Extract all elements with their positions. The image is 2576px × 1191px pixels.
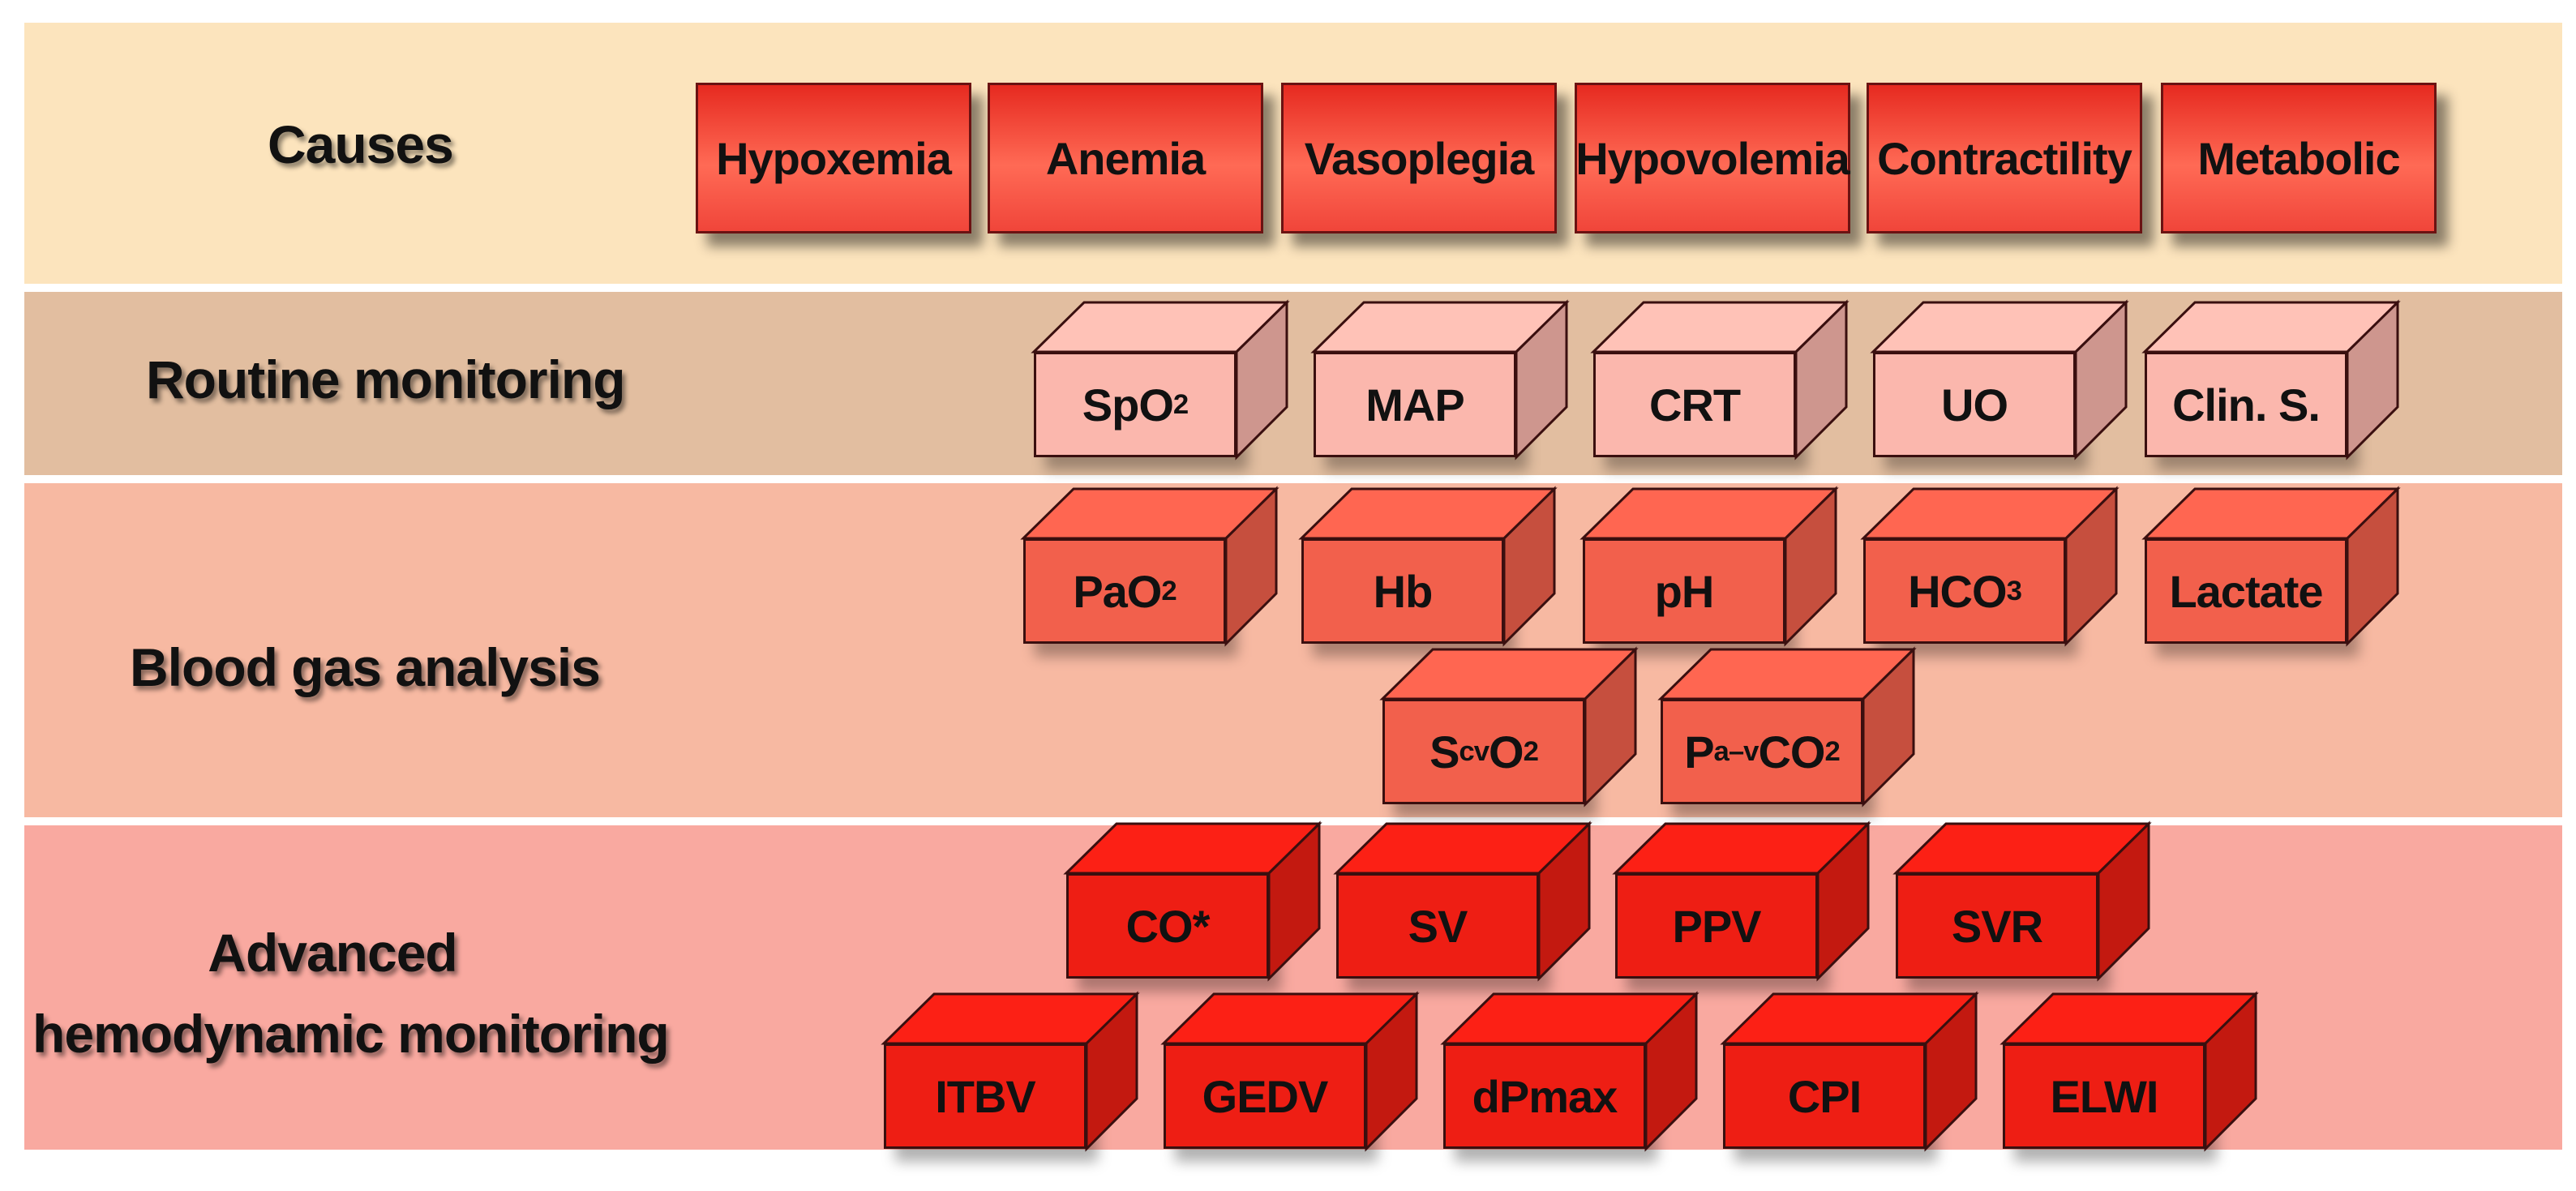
box-3d-faces [1860,486,2120,647]
cause-box-hypovolemia: Hypovolemia [1575,83,1850,233]
box-3d-faces [1892,820,2152,982]
box-3d-faces [1031,299,1290,461]
box-side-face [1537,820,1591,982]
box-side-face [1644,991,1698,1152]
box-side-face [1584,646,1637,808]
box-label: Lactate [2145,538,2347,644]
row-label-line: hemodynamic monitoring [32,1004,670,1064]
indicator-box-map: MAP [1310,299,1570,470]
indicator-box-sv: SV [1333,820,1592,992]
box-side-face [2074,299,2128,461]
box-3d-faces [1720,991,1979,1152]
indicator-box-cpi: CPI [1720,991,1979,1162]
box-side-face [2346,486,2399,647]
box-label: SV [1336,873,1539,979]
indicator-box-ppv: PPV [1612,820,1871,992]
box-label: Hb [1301,538,1504,644]
box-3d-faces [881,991,1140,1152]
indicator-box-hb: Hb [1298,486,1558,657]
cause-box-contractility: Contractility [1867,83,2142,233]
box-side-face [1515,299,1568,461]
cause-box-hypoxemia: Hypoxemia [696,83,971,233]
box-side-face [1267,820,1321,982]
box-label: dPmax [1443,1043,1646,1149]
box-label: GEDV [1164,1043,1366,1149]
box-label: ITBV [884,1043,1087,1149]
box-3d-faces [1379,646,1639,808]
cause-box-metabolic: Metabolic [2161,83,2437,233]
box-3d-faces [1333,820,1592,982]
box-side-face [1794,299,1848,461]
box-label: MAP [1314,352,1516,457]
box-side-face [1784,486,1837,647]
box-side-face [1816,820,1870,982]
cause-box-anemia: Anemia [988,83,1263,233]
box-side-face [1085,991,1138,1152]
cause-box-vasoplegia: Vasoplegia [1281,83,1557,233]
indicator-box-lactate: Lactate [2141,486,2401,657]
row-label-line: Advanced [208,923,457,983]
box-label: CPI [1723,1043,1926,1149]
box-side-face [1365,991,1418,1152]
box-3d-faces [1590,299,1849,461]
routine-monitoring-band [24,292,2562,475]
indicator-box-gedv: GEDV [1160,991,1420,1162]
row-label-causes: Causes [268,114,454,174]
box-3d-faces [2141,486,2401,647]
box-3d-faces [1657,646,1917,808]
box-3d-faces [1579,486,1839,647]
indicator-box-uo: UO [1870,299,2129,470]
indicator-box-svr: SVR [1892,820,2152,992]
indicator-box-ph: pH [1579,486,1839,657]
box-3d-faces [1020,486,1279,647]
box-label: UO [1873,352,2076,457]
box-side-face [1924,991,1978,1152]
box-3d-faces [2141,299,2401,461]
box-3d-faces [1063,820,1322,982]
row-label-routine-monitoring: Routine monitoring [146,349,626,409]
indicator-box-co: CO* [1063,820,1322,992]
row-label-advanced-hemodynamic-monitoring: Advanced hemodynamic monitoring [32,912,670,1074]
row-label-blood-gas-analysis: Blood gas analysis [130,637,601,697]
box-3d-faces [1298,486,1558,647]
box-label: Clin. S. [2145,352,2347,457]
blood-gas-analysis-band [24,483,2562,817]
box-side-face [1224,486,1278,647]
indicator-box-elwi: ELWI [2000,991,2259,1162]
box-label: ELWI [2003,1043,2205,1149]
indicator-box-clin-s: Clin. S. [2141,299,2401,470]
box-side-face [1235,299,1288,461]
box-label: SVR [1896,873,2098,979]
box-3d-faces [1612,820,1871,982]
box-side-face [2346,299,2399,461]
indicator-box-dpmax: dPmax [1440,991,1699,1162]
box-3d-faces [2000,991,2259,1152]
box-side-face [2097,820,2150,982]
box-side-face [2064,486,2118,647]
box-label: CO* [1066,873,1269,979]
box-label: CRT [1593,352,1796,457]
box-3d-faces [1440,991,1699,1152]
box-side-face [2204,991,2257,1152]
box-side-face [1502,486,1556,647]
box-side-face [1862,646,1915,808]
box-label: PPV [1615,873,1818,979]
indicator-box-crt: CRT [1590,299,1849,470]
indicator-box-itbv: ITBV [881,991,1140,1162]
box-3d-faces [1870,299,2129,461]
box-3d-faces [1160,991,1420,1152]
box-3d-faces [1310,299,1570,461]
box-label: pH [1583,538,1785,644]
